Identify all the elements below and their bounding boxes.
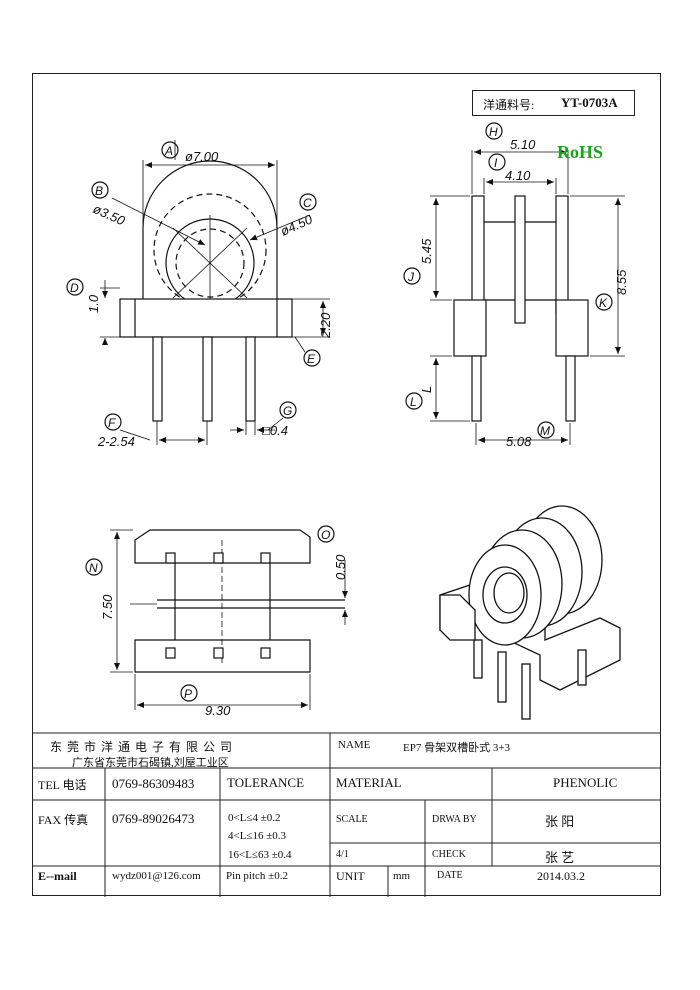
dim-f: 2-2.54 <box>97 434 135 449</box>
callout-c: C <box>303 196 312 210</box>
tel-label: TEL 电话 <box>38 778 87 792</box>
callout-p: P <box>184 687 192 701</box>
rohs-mark: RoHS <box>557 142 604 162</box>
check-value: 张 艺 <box>545 850 575 865</box>
tolerance-row-3: 16<L≤63 ±0.4 <box>228 849 292 861</box>
callout-i: I <box>494 156 498 170</box>
drawby-label: DRWA BY <box>432 814 477 825</box>
date-label: DATE <box>437 870 463 881</box>
unit-label: UNIT <box>336 869 365 883</box>
email-value: wydz001@126.com <box>112 870 201 882</box>
callout-d: D <box>70 281 79 295</box>
date-value: 2014.03.2 <box>537 869 585 883</box>
side-view <box>403 122 625 445</box>
tolerance-row-2: 4<L≤16 ±0.3 <box>228 830 286 842</box>
tel-value: 0769-86309483 <box>112 776 195 791</box>
callout-m: M <box>540 424 550 438</box>
check-label: CHECK <box>432 849 466 860</box>
dim-a: ø7.00 <box>185 149 219 164</box>
fax-value: 0769-89026473 <box>112 811 195 826</box>
callout-g: G <box>283 404 292 418</box>
tolerance-row-1: 0<L≤4 ±0.2 <box>228 812 281 824</box>
callout-f: F <box>108 416 116 430</box>
unit-value: mm <box>393 870 411 882</box>
callout-b: B <box>95 184 103 198</box>
side-view-labels: H I J K L M 5.10 4.10 5.45 8.55 L 5.08 <box>407 125 629 449</box>
dim-p: 9.30 <box>205 703 231 718</box>
bottom-view-labels: N O P 7.50 0.50 9.30 <box>89 528 348 718</box>
dim-d: 1.0 <box>86 294 101 313</box>
tolerance-label: TOLERANCE <box>227 775 305 790</box>
material-label: MATERIAL <box>336 775 402 790</box>
pin-pitch: Pin pitch ±0.2 <box>226 870 288 882</box>
dim-o: 0.50 <box>333 554 348 580</box>
part-number-value: YT-0703A <box>561 95 618 110</box>
company-address: 广东省东莞市石碣镇,刘屋工业区 <box>72 757 229 769</box>
callout-n: N <box>89 561 98 575</box>
part-number-box: 洋通料号: YT-0703A <box>472 90 635 116</box>
callout-e: E <box>307 352 316 366</box>
scale-value: 4/1 <box>336 849 349 860</box>
callout-a: A <box>164 144 173 158</box>
company-name: 东 莞 市 洋 通 电 子 有 限 公 司 <box>50 740 234 754</box>
material-value: PHENOLIC <box>553 775 618 790</box>
dim-i: 4.10 <box>505 168 531 183</box>
dim-h: 5.10 <box>510 137 536 152</box>
name-value: EP7 骨架双槽卧式 3+3 <box>403 742 511 754</box>
dim-k: 8.55 <box>614 269 629 295</box>
drawby-value: 张 阳 <box>545 814 575 829</box>
dim-j: 5.45 <box>419 238 434 264</box>
callout-j: J <box>407 270 415 284</box>
callout-h: H <box>489 125 498 139</box>
drawing-frame <box>32 73 661 896</box>
callout-o: O <box>321 528 330 542</box>
dim-m: 5.08 <box>506 434 532 449</box>
fax-label: FAX 传真 <box>38 813 89 827</box>
title-block-grid <box>32 732 661 897</box>
scale-label: SCALE <box>336 814 368 825</box>
part-number-label: 洋通料号: <box>483 98 535 112</box>
isometric-view <box>439 505 621 720</box>
name-label: NAME <box>338 739 371 751</box>
email-label: E--mail <box>38 869 77 883</box>
dim-n: 7.50 <box>100 594 115 620</box>
front-view <box>66 140 330 445</box>
callout-l: L <box>410 395 417 409</box>
bottom-view <box>85 525 348 710</box>
callout-k: K <box>599 296 608 310</box>
dim-l: L <box>419 386 434 393</box>
dim-e: 2.20 <box>318 312 333 339</box>
dim-g: □0.4 <box>262 423 288 438</box>
